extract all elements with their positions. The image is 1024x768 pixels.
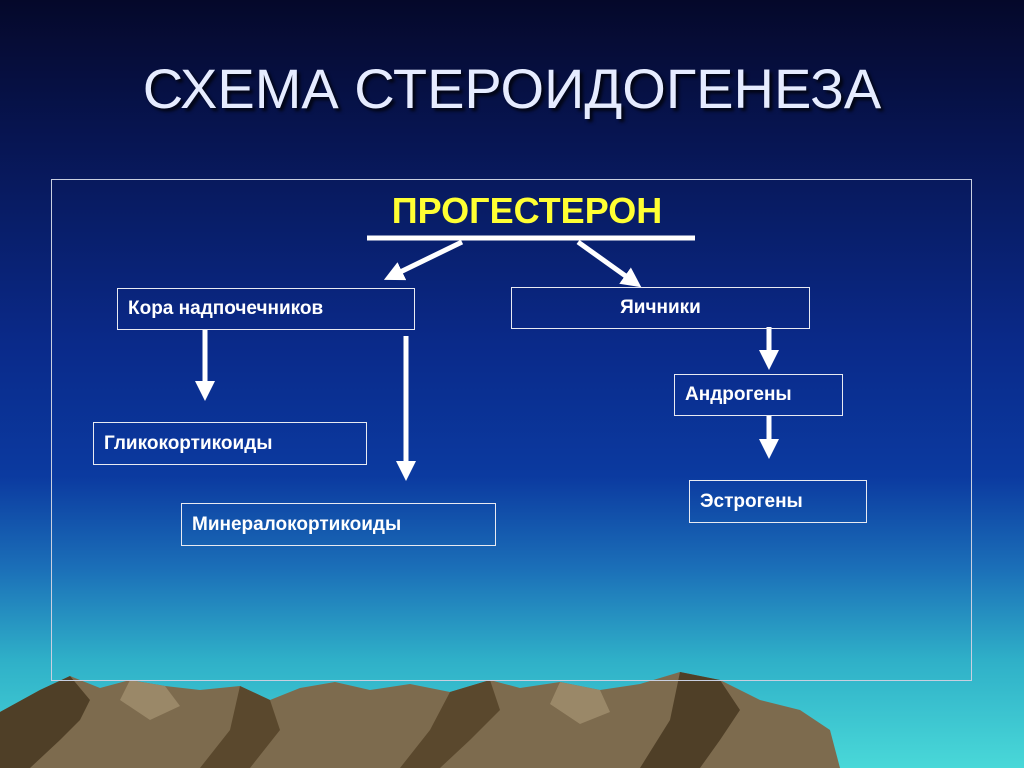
mountain-shadow <box>0 676 90 768</box>
mountain-shadow <box>640 672 740 768</box>
node-androgens: Андрогены <box>674 374 843 416</box>
node-mineralocorticoids: Минералокортикоиды <box>181 503 496 546</box>
slide-title: СХЕМА СТЕРОИДОГЕНЕЗА <box>142 57 882 120</box>
arrow-to-ovaries <box>576 239 642 288</box>
mountain-range <box>0 672 840 768</box>
node-ovaries: Яичники <box>511 287 810 329</box>
mountain-shadow <box>400 680 500 768</box>
arrow-to-adrenal-cortex <box>383 239 464 281</box>
mountain-highlight <box>550 682 610 724</box>
node-glucocorticoids: Гликокортикоиды <box>93 422 367 465</box>
node-estrogens: Эстрогены <box>689 480 867 523</box>
node-adrenal-cortex: Кора надпочечников <box>117 288 415 330</box>
diagram-frame <box>51 179 972 681</box>
root-node-progesterone: ПРОГЕСТЕРОН <box>391 190 663 231</box>
mountain-shadow <box>200 686 280 768</box>
mountain-highlight <box>120 680 180 720</box>
